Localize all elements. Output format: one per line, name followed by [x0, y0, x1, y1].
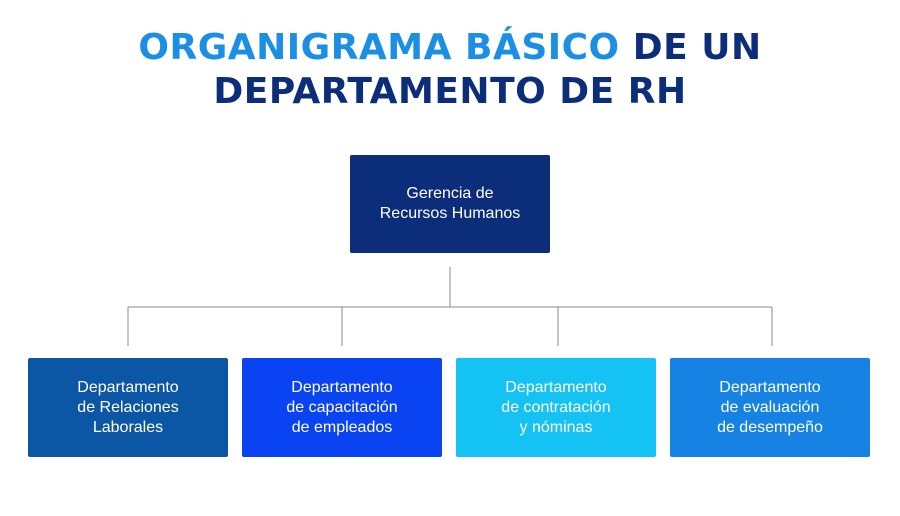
node-gerencia-rh-label: Gerencia de Recursos Humanos — [379, 185, 521, 222]
node-dept-label: Departamento de contratación y nóminas — [501, 378, 611, 436]
node-dept-evaluacion-desempeno: Departamento de evaluación de desempeño — [670, 358, 870, 457]
title-accent: ORGANIGRAMA BÁSICO — [138, 27, 620, 68]
page-title: ORGANIGRAMA BÁSICO DE UN DEPARTAMENTO DE… — [0, 26, 900, 114]
node-gerencia-rh: Gerencia de Recursos Humanos — [350, 155, 550, 253]
node-dept-capacitacion: Departamento de capacitación de empleado… — [242, 358, 442, 457]
title-line2: DEPARTAMENTO DE RH — [213, 71, 687, 112]
node-dept-label: Departamento de evaluación de desempeño — [717, 378, 823, 436]
node-dept-label: Departamento de capacitación de empleado… — [286, 378, 398, 436]
node-dept-contratacion-nominas: Departamento de contratación y nóminas — [456, 358, 656, 457]
title-rest-line1: DE UN — [632, 27, 762, 68]
node-dept-label: Departamento de Relaciones Laborales — [77, 378, 179, 436]
node-dept-relaciones-laborales: Departamento de Relaciones Laborales — [28, 358, 228, 457]
